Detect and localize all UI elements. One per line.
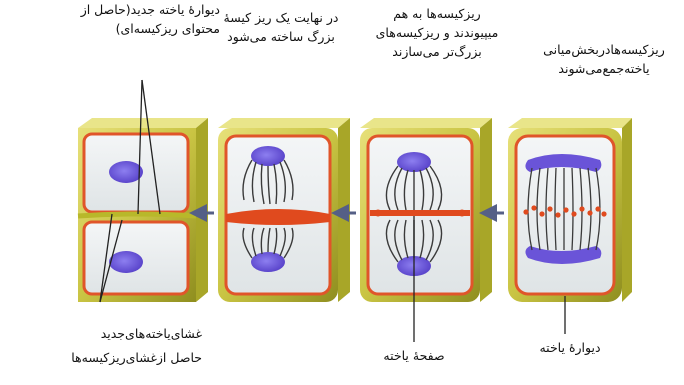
label-vesicles-collect: ریزکیسه‌هادربخش‌میانی یاخته‌جمع‌می‌شوند [524,40,684,78]
cell-stage-1 [508,118,632,302]
label-new-membranes: غشای‌یاخته‌های‌جدید حاصل از‌غشای‌ریزکیسه… [2,322,202,370]
label-large-vesicle: در نهایت یک ریز کیسهٔ بزرگ ساخته می‌شود [196,8,366,46]
label-new-cell-wall: دیوارهٔ یاخته جدید(حاصل از محتوای ریزکیس… [50,0,220,38]
label-cell-wall: دیوارهٔ یاخته [520,338,620,357]
label-cell-plate: صفحهٔ یاخته [364,346,464,365]
label-vesicles-fuse: ریزکیسه‌ها به هم میپیوندند و ریزکیسه‌های… [352,4,522,61]
cell-stage-2 [360,118,492,302]
cell-stage-4 [78,118,208,302]
nucleus [109,251,143,273]
cell-stage-3 [218,118,350,302]
nucleus [109,161,143,183]
